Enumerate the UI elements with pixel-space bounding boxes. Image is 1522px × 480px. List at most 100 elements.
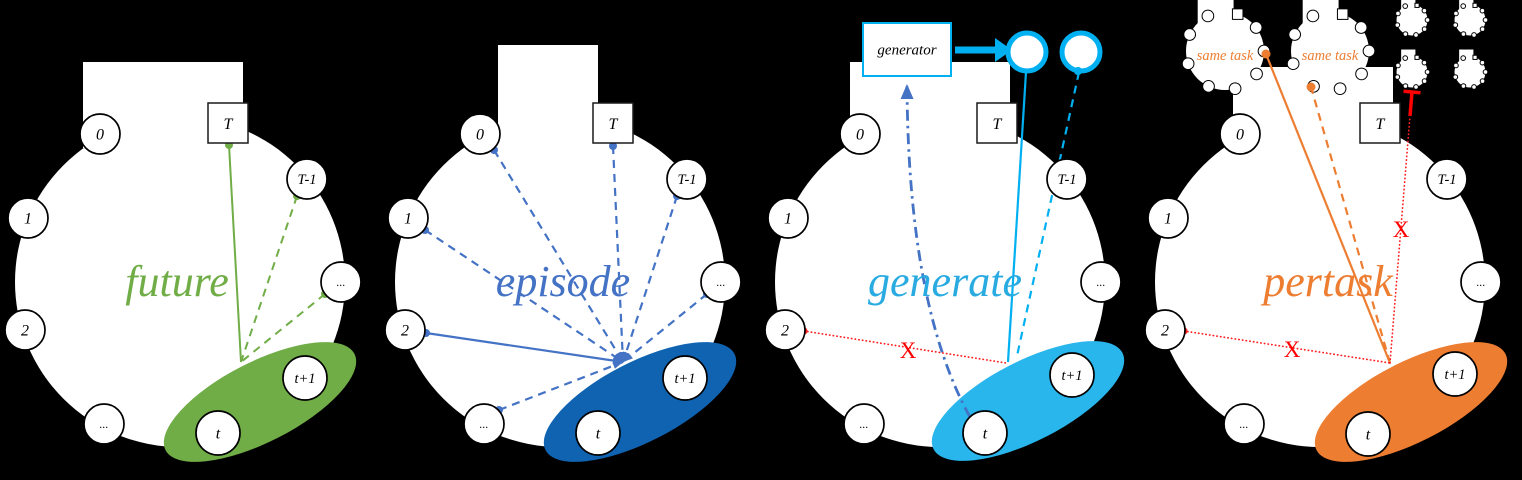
mini-timestep-node xyxy=(1395,10,1401,17)
attention-link xyxy=(1389,115,1411,364)
timestep-node xyxy=(764,309,806,351)
mini-timestep-node xyxy=(1479,78,1486,84)
final-step-box xyxy=(976,102,1018,144)
timestep-node-label: T-1 xyxy=(1057,172,1076,188)
timestep-node-label: T-1 xyxy=(1437,172,1456,188)
timestep-node-label: 2 xyxy=(1161,322,1169,339)
final-step-box xyxy=(592,102,634,144)
timestep-node xyxy=(767,197,809,239)
mini-timestep-node xyxy=(1453,10,1459,17)
timestep-node-label: 0 xyxy=(1236,126,1244,143)
timestep-node xyxy=(463,403,505,445)
current-cell-node-label: t+1 xyxy=(1444,367,1465,383)
mini-timestep-node xyxy=(1460,3,1467,9)
timestep-node-label: ... xyxy=(337,275,346,289)
mini-final-step-box xyxy=(1231,8,1244,20)
mini-timestep-node xyxy=(1288,28,1302,41)
panel-label: episode xyxy=(496,257,630,306)
timestep-node xyxy=(387,197,429,239)
timestep-node-label: ... xyxy=(1477,275,1486,289)
final-step-box xyxy=(207,102,249,144)
timestep-node-label: 2 xyxy=(781,322,789,339)
mini-timestep-node xyxy=(1362,44,1376,58)
current-cell-node-label: t+1 xyxy=(294,371,315,387)
mini-timestep-node xyxy=(1286,57,1300,71)
arrowhead xyxy=(622,351,630,362)
mini-timestep-node xyxy=(1228,82,1242,96)
timestep-node xyxy=(83,403,125,445)
attention-link xyxy=(425,331,624,364)
timestep-node xyxy=(1223,403,1265,445)
current-cell-node xyxy=(662,355,708,401)
mini-timestep-node xyxy=(1355,67,1368,81)
current-cell-node-label: t xyxy=(596,425,601,442)
mini-body xyxy=(1454,56,1486,88)
timestep-node xyxy=(79,113,121,155)
attention-link xyxy=(1408,91,1414,117)
current-cell-node-label: t+1 xyxy=(674,371,695,387)
timestep-node xyxy=(843,403,885,445)
final-step-box-label: T xyxy=(224,116,234,133)
timestep-node xyxy=(1144,309,1186,351)
timestep-node-label: 0 xyxy=(476,126,484,143)
mini-timestep-node xyxy=(1306,9,1320,23)
link-endpoint-dot xyxy=(1261,49,1271,59)
timestep-node-label: 1 xyxy=(784,210,792,227)
arrowhead xyxy=(623,353,633,362)
current-cell-node xyxy=(1432,351,1478,397)
mini-body xyxy=(1396,56,1428,88)
arrowhead xyxy=(612,362,623,369)
mini-timestep-node xyxy=(1183,28,1197,41)
current-cell-node xyxy=(962,410,1008,456)
generated-node xyxy=(1059,30,1103,74)
mini-timestep-node xyxy=(1479,7,1486,14)
current-cell-node-label: t xyxy=(1366,426,1371,443)
attention-link xyxy=(424,229,624,363)
final-step-box xyxy=(1359,102,1401,144)
link-endpoint-dot xyxy=(1306,82,1316,92)
blocked-x-mark: X xyxy=(1393,217,1410,242)
mini-timestep-node xyxy=(1413,32,1419,38)
mini-timestep-node xyxy=(1402,83,1409,89)
current-cell-node-label: t+1 xyxy=(1061,368,1082,384)
generator-label: generator xyxy=(877,43,936,59)
mini-episode xyxy=(1452,0,1489,38)
link-endpoint-dot xyxy=(609,142,617,150)
mini-final-step-box xyxy=(1472,2,1478,8)
mini-final-step-box xyxy=(1414,2,1420,8)
attention-link xyxy=(905,83,972,418)
current-cell-node-label: t xyxy=(983,425,988,442)
mini-body xyxy=(1291,12,1369,90)
mini-timestep-node xyxy=(1460,55,1467,61)
mini-final-step-box xyxy=(1472,54,1478,60)
timestep-node-label: T-1 xyxy=(677,172,696,188)
mini-timestep-node xyxy=(1421,7,1428,14)
mini-episode xyxy=(1452,49,1489,90)
timestep-node xyxy=(459,113,501,155)
mini-timestep-node xyxy=(1333,82,1347,96)
mini-timestep-node xyxy=(1354,21,1368,34)
mini-timestep-node xyxy=(1421,59,1428,66)
mini-timestep-node xyxy=(1249,21,1263,34)
attention-link xyxy=(1006,71,1028,363)
timestep-node-label: 0 xyxy=(96,126,104,143)
generator-arrowhead xyxy=(995,38,1012,62)
mini-timestep-node xyxy=(1460,31,1467,37)
attention-link xyxy=(240,195,298,363)
final-step-box-label: T xyxy=(1376,116,1386,133)
attention-link xyxy=(1309,86,1392,364)
attention-link xyxy=(1183,330,1391,364)
mini-timestep-node xyxy=(1452,22,1459,28)
timestep-node-label: ... xyxy=(100,417,109,431)
attention-link xyxy=(1015,71,1081,357)
attention-link xyxy=(240,293,326,363)
current-cell-node xyxy=(1049,352,1095,398)
final-step-box-label: T xyxy=(993,116,1003,133)
timestep-node xyxy=(286,158,328,200)
panel-label: pertask xyxy=(1260,257,1394,306)
attention-link xyxy=(621,195,679,363)
mini-timestep-node xyxy=(1201,9,1215,23)
